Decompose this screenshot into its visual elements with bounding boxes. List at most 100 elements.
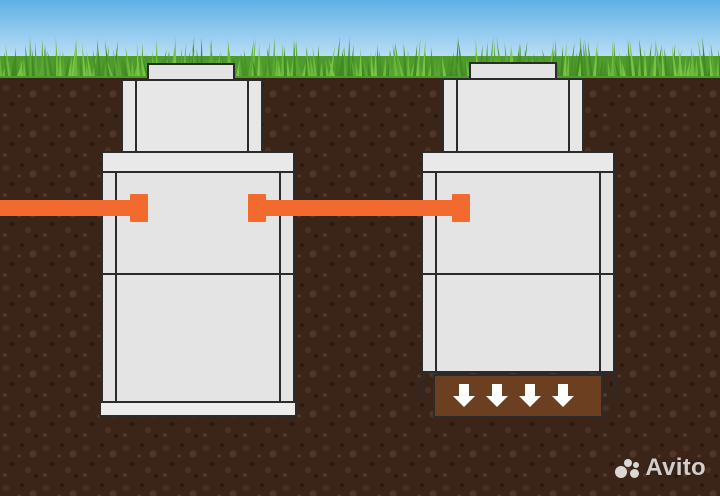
grass-blade: [266, 46, 272, 76]
grass-blade: [599, 59, 603, 76]
grass-blade: [92, 49, 98, 76]
grass-blade: [335, 36, 340, 76]
grass-blade: [367, 59, 371, 76]
inlet-pipe: [0, 194, 148, 222]
grass-blade: [614, 58, 620, 76]
grass-blade: [418, 56, 422, 76]
grass-blade: [11, 55, 15, 76]
down-arrow-icon: [453, 384, 475, 407]
grass-blade: [263, 57, 269, 76]
grass-blade: [496, 37, 503, 76]
grass-blade: [44, 46, 47, 76]
grass-blade: [105, 40, 110, 76]
grass-blade: [655, 42, 662, 76]
grass-blade: [413, 43, 418, 76]
grass-blade: [587, 41, 593, 76]
grass-blade: [362, 58, 368, 76]
grass-blade: [441, 55, 446, 76]
grass-blade: [635, 60, 638, 76]
grass-blade: [593, 40, 598, 76]
grass-blade: [370, 51, 374, 76]
grass-blade: [220, 53, 227, 76]
grass-blade: [407, 49, 410, 76]
grass-blade: [44, 45, 50, 76]
grass-blade: [123, 58, 128, 76]
grass-blade: [697, 37, 704, 76]
grass-blade: [572, 51, 578, 76]
grass-blade: [240, 53, 245, 76]
grass-blade: [317, 44, 320, 76]
grass-blade: [161, 49, 167, 76]
grass-blade: [215, 51, 221, 76]
grass-blade: [397, 54, 404, 76]
grass-blade: [466, 58, 470, 76]
grass-blade: [563, 41, 567, 76]
grass-blade: [86, 50, 92, 76]
grass-blade: [53, 51, 57, 76]
grass-blade: [671, 44, 677, 76]
grass-blade: [14, 47, 17, 76]
grass-blade: [325, 59, 329, 76]
grass-blade: [136, 42, 140, 76]
grass-blade: [448, 58, 455, 76]
grass-blade: [275, 53, 278, 76]
grass-blade: [116, 49, 122, 76]
grass-blade: [389, 49, 392, 76]
drain-arrows: [453, 384, 574, 407]
grass-blade: [5, 44, 11, 76]
down-arrow-icon: [519, 384, 541, 407]
grass-blade: [106, 59, 113, 76]
grass-blade: [596, 49, 599, 76]
grass-blade: [284, 46, 287, 76]
grass-blade: [293, 39, 296, 76]
grass-blade: [80, 56, 83, 76]
grass-blade: [580, 36, 584, 76]
grass-blade: [287, 58, 290, 76]
grass-blade: [456, 61, 461, 76]
grass-blade: [425, 51, 428, 76]
grass-blade: [260, 54, 263, 76]
grass-blade: [350, 55, 356, 76]
grass-blade: [347, 37, 350, 76]
grass-blade: [639, 38, 644, 76]
grass-blade: [584, 38, 590, 76]
tank-left-neck: [121, 79, 263, 153]
grass-blade: [25, 44, 29, 76]
grass-blade: [410, 61, 415, 76]
grass-blade: [440, 61, 447, 76]
grass-blade: [328, 57, 335, 76]
watermark-text: Avito: [645, 454, 706, 481]
grass-blade: [309, 53, 314, 76]
grass-blade: [323, 61, 326, 76]
grass-blade: [173, 50, 179, 76]
grass-blade: [125, 45, 131, 76]
grass-blade: [55, 37, 59, 76]
grass-blade: [257, 43, 260, 76]
grass-blade: [113, 49, 119, 76]
grass-blade: [236, 58, 240, 76]
grass-blade: [395, 42, 401, 76]
grass-blade: [76, 61, 80, 76]
grass-blades: [0, 36, 720, 76]
grass-blade: [101, 57, 105, 76]
grass-blade: [35, 41, 38, 76]
grass-blade: [272, 36, 275, 76]
grass-blade: [653, 37, 656, 76]
grass-blade: [344, 45, 347, 76]
grass-blade: [629, 36, 635, 76]
grass-blade: [17, 60, 23, 76]
grass-blade: [603, 61, 608, 76]
tank-right-slab: [421, 151, 615, 173]
grass-blade: [566, 52, 570, 76]
grass-blade: [377, 44, 380, 76]
grass-blade: [131, 59, 134, 76]
grass-blade: [355, 60, 359, 76]
grass-blade: [71, 36, 77, 76]
grass-blade: [434, 59, 437, 76]
grass-blade: [243, 49, 248, 76]
grass-blade: [392, 43, 398, 76]
grass-blade: [656, 44, 662, 76]
grass-blade: [457, 36, 464, 76]
grass-blade: [92, 50, 98, 76]
grass-blade: [709, 49, 713, 76]
